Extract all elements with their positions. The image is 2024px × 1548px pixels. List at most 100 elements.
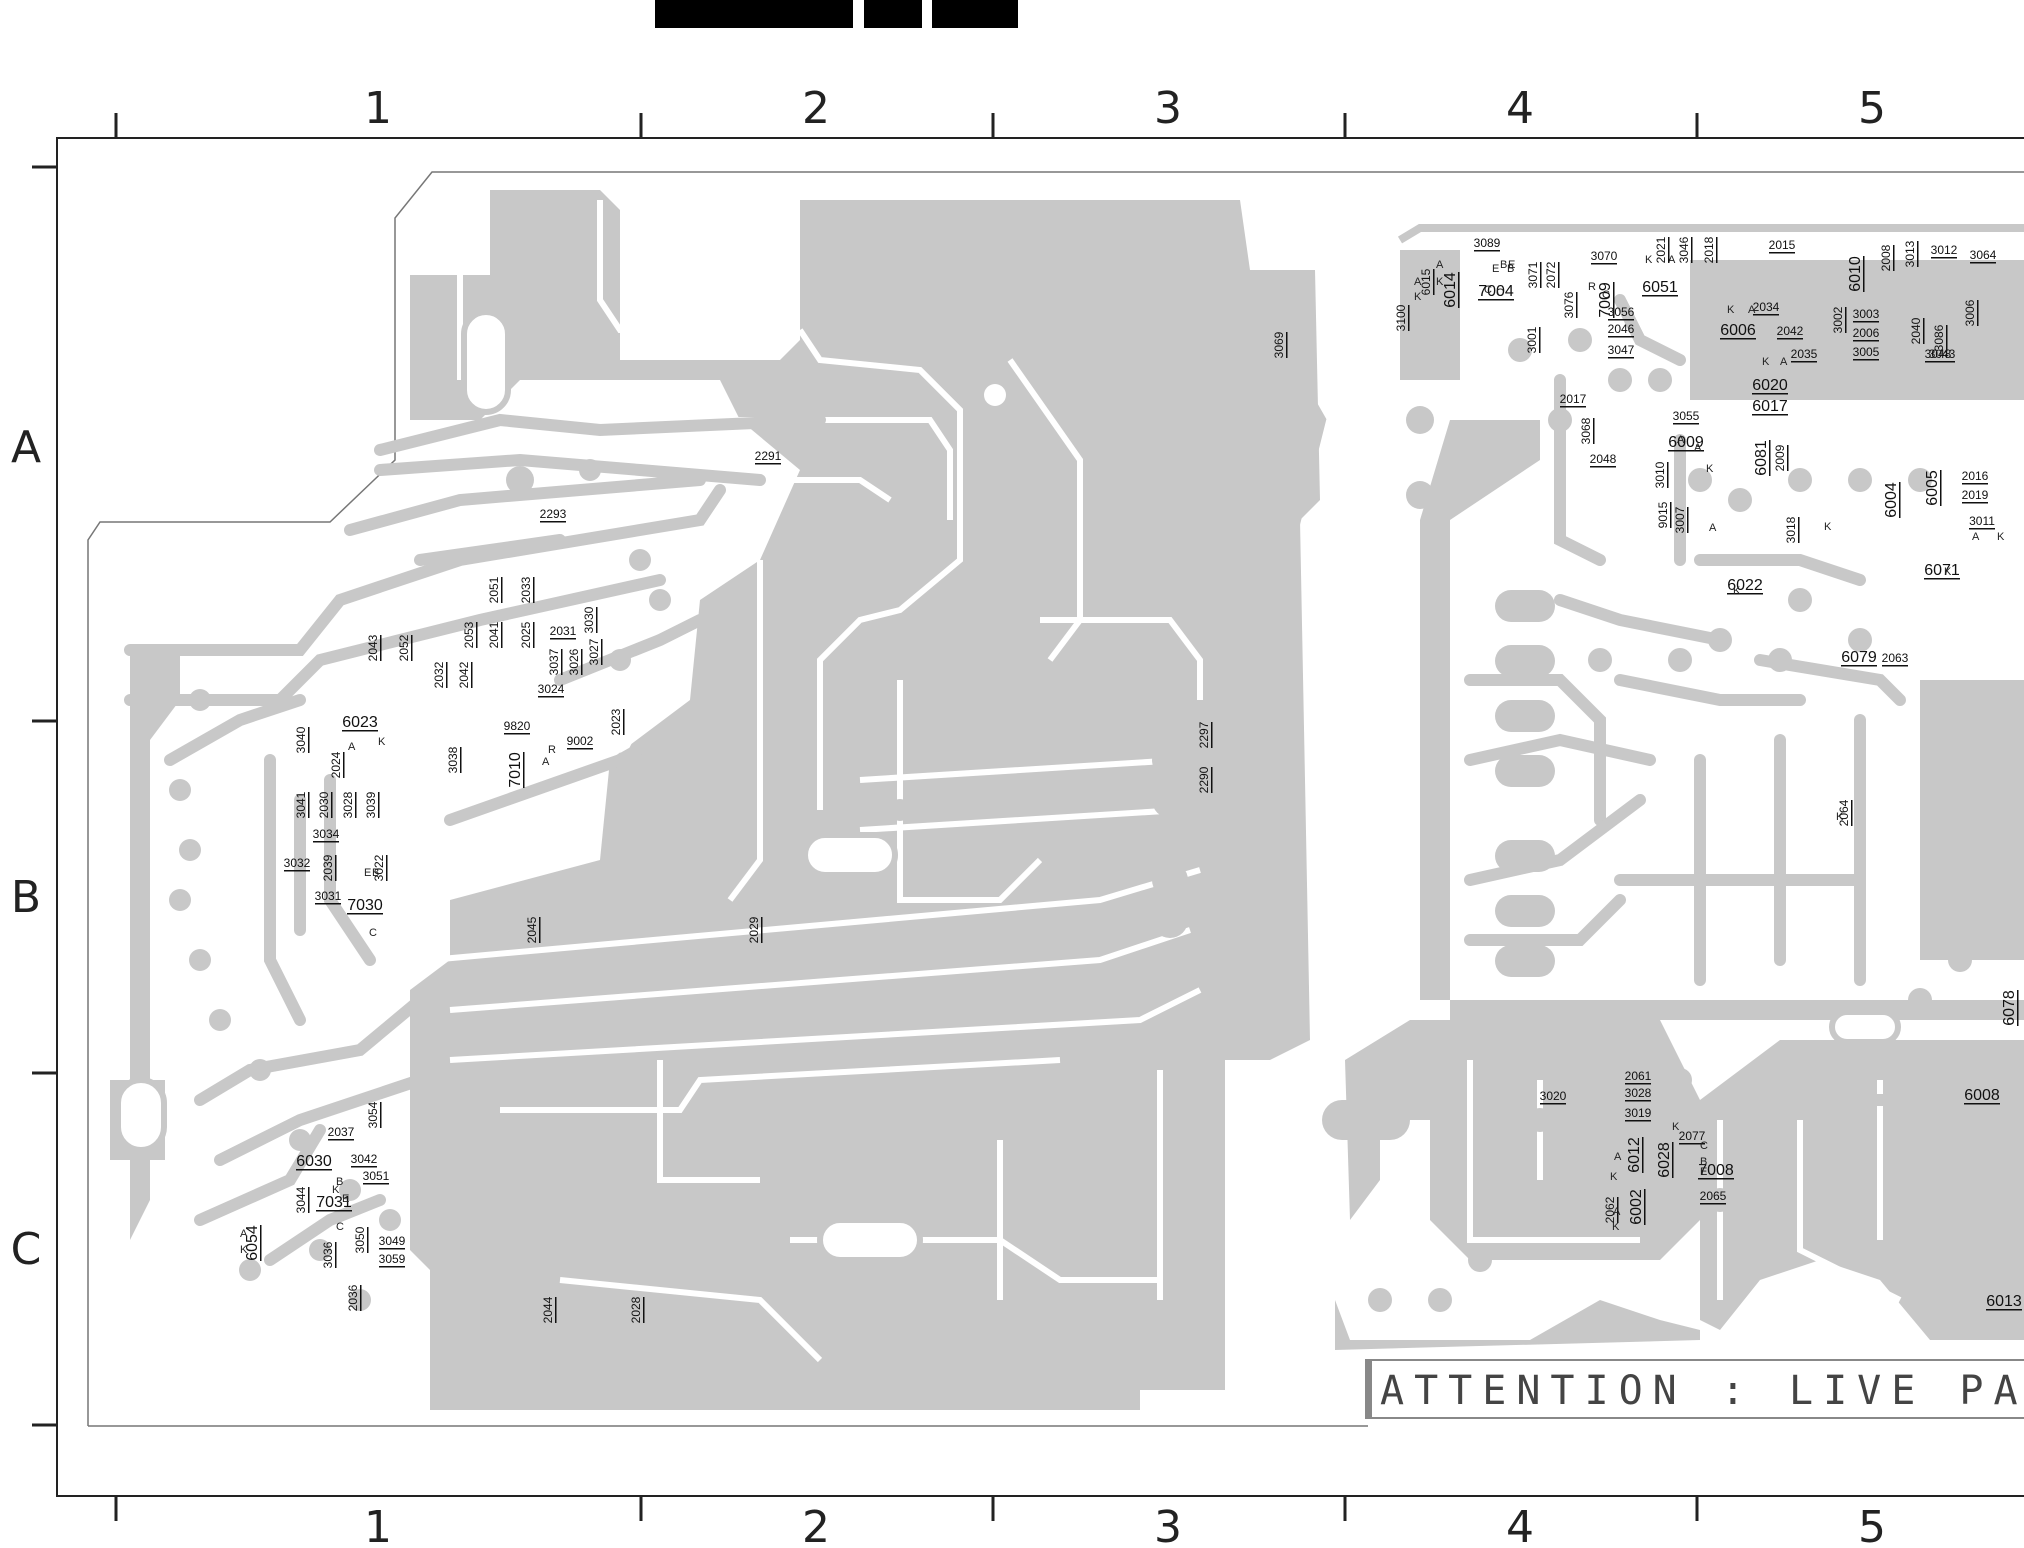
ref-underline (1540, 262, 1542, 288)
component-ref: 3028 (341, 791, 355, 818)
component-ref: 6023 (342, 714, 378, 731)
ref-underline (1560, 406, 1586, 408)
component-ref: 2023 (609, 708, 623, 735)
ref-underline (1590, 466, 1616, 468)
component-ref: 3068 (1579, 417, 1593, 444)
ref-underline (1286, 332, 1288, 358)
column-label-bottom: 1 (364, 1502, 392, 1548)
component-ref: 3076 (1562, 291, 1576, 318)
ref-underline (1625, 1083, 1651, 1085)
right-board: ATTENTION : LIVE PARTS (1322, 224, 2024, 1419)
pin-letter: A (1668, 254, 1676, 266)
pin-letter: B (372, 867, 379, 879)
ref-underline (446, 662, 448, 688)
column-label-bottom: 4 (1506, 1502, 1534, 1548)
ref-underline (328, 1139, 354, 1141)
ref-underline (1617, 1197, 1619, 1223)
component-ref: 3040 (294, 726, 308, 753)
ref-underline (1644, 1189, 1646, 1225)
component-ref: 3005 (1853, 345, 1880, 359)
ref-underline (284, 870, 310, 872)
component-ref: 2043 (366, 634, 380, 661)
component-ref: 3037 (547, 648, 561, 675)
ref-underline (1841, 665, 1877, 667)
ref-underline (378, 792, 380, 818)
component-ref: 3050 (353, 1226, 367, 1253)
component-ref: 9015 (1656, 501, 1670, 528)
ref-underline (1642, 295, 1678, 297)
pin-letter: K (1997, 531, 2005, 543)
component-ref: 3044 (294, 1186, 308, 1213)
pin-letter: E (342, 1193, 349, 1205)
ref-underline (471, 662, 473, 688)
ref-underline (1700, 1203, 1726, 1205)
component-ref: 2037 (328, 1125, 355, 1139)
component-ref: 2033 (519, 576, 533, 603)
ref-underline (1777, 338, 1803, 340)
component-ref: 3020 (1540, 1089, 1567, 1103)
ref-underline (1691, 237, 1693, 263)
pin-letter: C (1484, 284, 1492, 296)
component-ref: 3089 (1474, 236, 1501, 250)
pin-letter: K (1645, 254, 1653, 266)
component-ref: 2051 (487, 576, 501, 603)
component-ref: 3027 (587, 638, 601, 665)
ref-underline (1593, 418, 1595, 444)
ref-underline (1893, 245, 1895, 271)
pads (169, 459, 1188, 1351)
ref-underline (386, 855, 388, 881)
ref-underline (1917, 241, 1919, 267)
ref-underline (1608, 336, 1634, 338)
component-ref: 3007 (1673, 506, 1687, 533)
ref-underline (308, 727, 310, 753)
pin-letter: K (1836, 811, 1844, 823)
pin-letter: K (1612, 1221, 1620, 1233)
component-ref: 2042 (1777, 324, 1804, 338)
pin-letter: B (1507, 263, 1514, 275)
pin-letter: K (1610, 1171, 1618, 1183)
component-ref: 2028 (629, 1296, 643, 1323)
warning-label: ATTENTION : LIVE PARTS (1380, 1368, 2024, 1414)
component-ref: 2035 (1791, 347, 1818, 361)
row-label: B (11, 872, 41, 923)
component-ref: 3013 (1903, 240, 1917, 267)
component-ref: 2036 (346, 1284, 360, 1311)
component-ref: 2077 (1679, 1129, 1706, 1143)
ref-underline (761, 917, 763, 943)
component-ref: 7008 (1698, 1162, 1734, 1179)
pin-letter: B (336, 1176, 343, 1188)
right-slots (1829, 1009, 1901, 1045)
column-label-top: 3 (1154, 83, 1182, 134)
pin-letter: E (1508, 259, 1515, 271)
warning-label-box (1365, 1359, 2024, 1419)
ref-underline (1752, 393, 1788, 395)
component-ref: 3018 (1784, 516, 1798, 543)
ref-underline (1970, 262, 1996, 264)
pin-letter: K (1414, 291, 1422, 303)
column-label-top: 2 (802, 83, 830, 134)
component-ref: 2293 (540, 507, 567, 521)
component-ref: 2064 (1837, 799, 1851, 826)
ref-underline (643, 1297, 645, 1323)
component-ref: 3069 (1272, 331, 1286, 358)
pin-letter: K (1436, 276, 1444, 288)
ref-underline (596, 607, 598, 633)
ref-underline (1787, 445, 1789, 471)
right-traces (1464, 294, 1986, 1106)
ref-underline (533, 577, 535, 603)
column-label-bottom: 3 (1154, 1502, 1182, 1548)
pin-letter: A (542, 756, 550, 768)
component-ref: 2025 (519, 621, 533, 648)
ref-underline (316, 1210, 352, 1212)
component-ref: 3006 (1963, 299, 1977, 326)
pin-letter: K (1762, 356, 1770, 368)
ref-underline (342, 730, 378, 732)
pin-letter: K (1733, 585, 1741, 597)
header-blocks (655, 0, 1018, 28)
ref-underline (1853, 359, 1879, 361)
component-ref: 3071 (1526, 261, 1540, 288)
pin-letter: A (1677, 434, 1685, 446)
